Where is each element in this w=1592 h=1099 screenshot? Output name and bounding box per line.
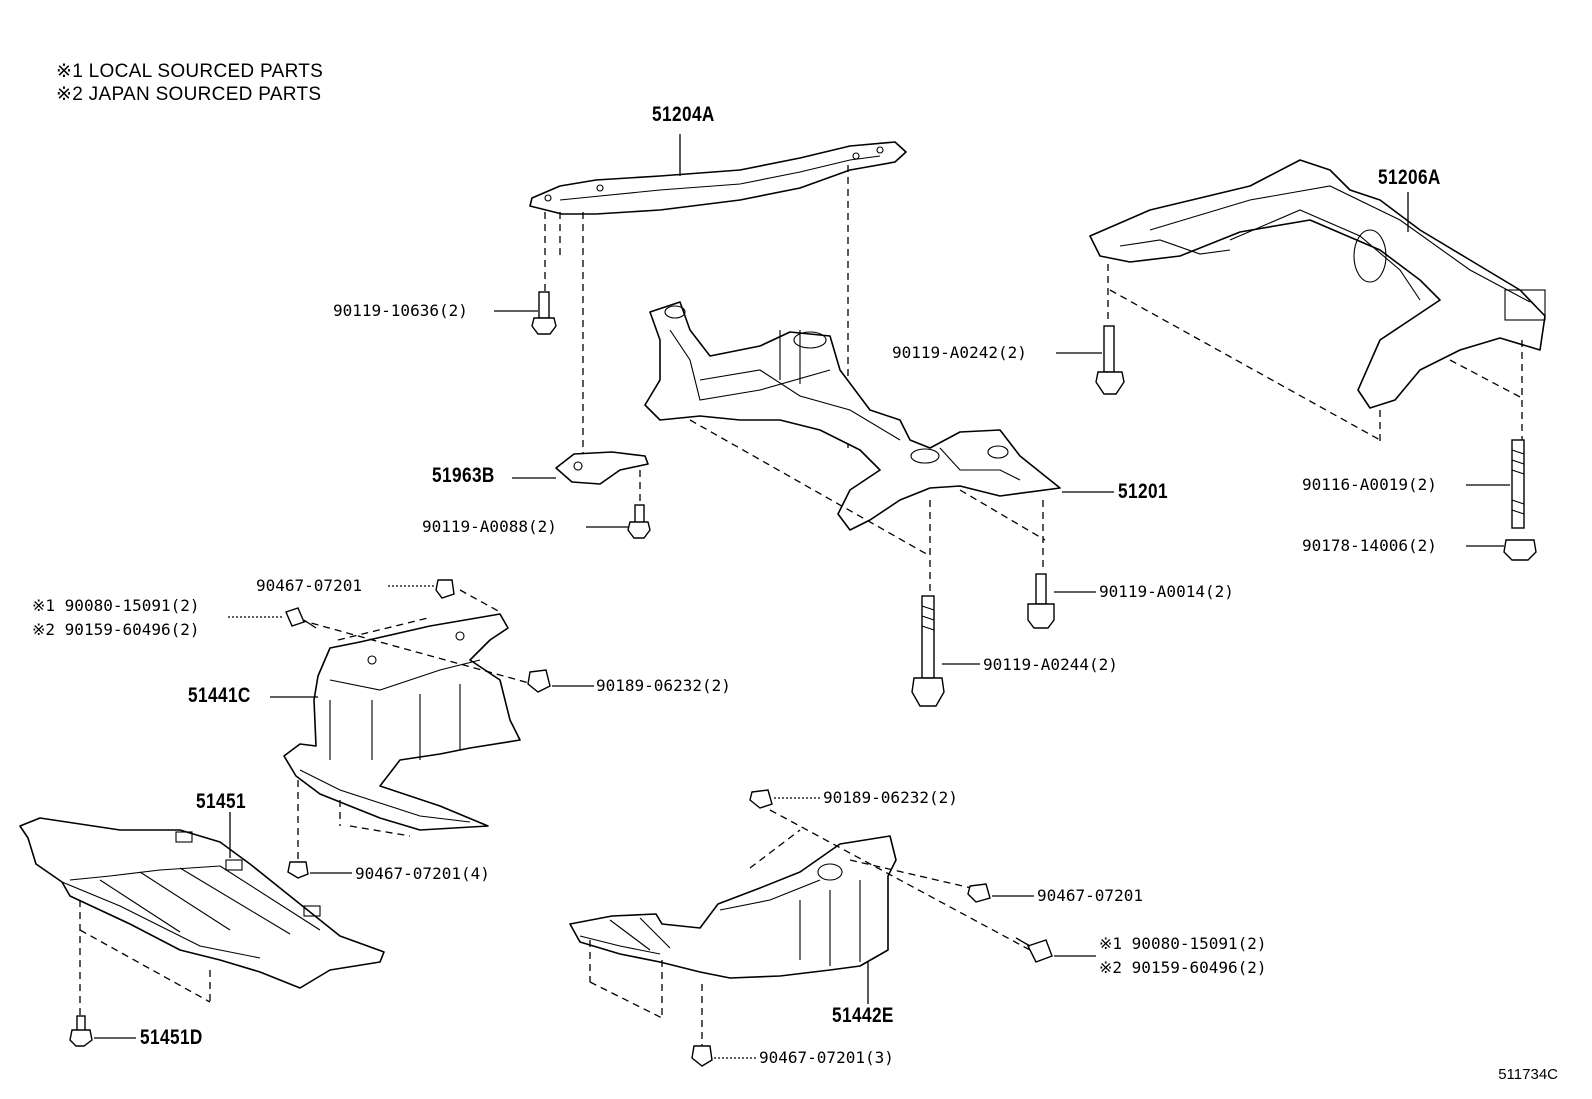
bolt-90119-A0244: [911, 595, 980, 707]
dashed-guides-51206A: [1107, 264, 1523, 444]
dashed-guides-51204A: [544, 165, 849, 460]
dashed-guides-51441C: [297, 589, 541, 862]
callout-51451D: 51451D: [140, 1026, 203, 1049]
callout-90159-60496-left: ※2 90159-60496(2): [32, 620, 200, 639]
clip-90467-07201-top: [388, 579, 455, 599]
sourcing-legend: ※1 LOCAL SOURCED PARTS ※2 JAPAN SOURCED …: [56, 60, 323, 106]
screw-90080-right: [1015, 937, 1096, 963]
nut-90189-06232-left: [527, 669, 594, 693]
clip-90467-07201-3: [691, 1045, 756, 1067]
part-51963B-bracket: [512, 451, 649, 502]
callout-90189-06232-right: 90189-06232(2): [823, 788, 958, 807]
callout-90189-06232-left: 90189-06232(2): [596, 676, 731, 695]
legend-local-sourced: ※1 LOCAL SOURCED PARTS: [56, 61, 324, 82]
callout-90467-07201-right: 90467-07201: [1037, 886, 1143, 905]
callout-90467-07201-top: 90467-07201: [256, 576, 362, 595]
dashed-guides-51201: [689, 419, 1046, 592]
bolt-90119-A0242: [1056, 325, 1125, 395]
callout-90080-15091-left: ※1 90080-15091(2): [32, 596, 200, 615]
dashed-guides-51442E: [589, 809, 1031, 1046]
callout-90119-A0244: 90119-A0244(2): [983, 655, 1118, 674]
callout-90119-10636: 90119-10636(2): [333, 301, 468, 320]
bolt-90119-A0088: [586, 504, 651, 539]
nut-90189-06232-right: [749, 789, 820, 809]
stud-90116-A0019: [1466, 439, 1525, 529]
part-51451-under-cover: [19, 812, 385, 989]
bolt-90119-10636: [494, 291, 557, 335]
callout-51206A: 51206A: [1378, 166, 1441, 189]
callout-51204A: 51204A: [652, 103, 715, 126]
dashed-guides-51451: [79, 900, 211, 1030]
part-51201-front-subframe: [644, 301, 1114, 531]
nut-90178-14006: [1466, 539, 1537, 561]
callout-51963B: 51963B: [432, 464, 495, 487]
clip-90467-07201-4: [287, 861, 352, 879]
callout-51441C: 51441C: [188, 684, 251, 707]
callout-90080-15091-right: ※1 90080-15091(2): [1099, 934, 1267, 953]
part-51442E-cover: [569, 835, 897, 1004]
callout-90119-A0242: 90119-A0242(2): [892, 343, 1027, 362]
callout-51442E: 51442E: [832, 1004, 894, 1027]
part-51204A-brace: [529, 134, 907, 215]
bolt-90119-A0014: [1027, 573, 1096, 629]
callout-90119-A0088: 90119-A0088(2): [422, 517, 557, 536]
callout-90119-A0014: 90119-A0014(2): [1099, 582, 1234, 601]
callout-90116-A0019: 90116-A0019(2): [1302, 475, 1437, 494]
callout-90467-07201-3: 90467-07201(3): [759, 1048, 894, 1067]
bolt-51451D: [69, 1015, 136, 1047]
part-51206A-rear-subframe: [1089, 159, 1546, 409]
callout-90467-07201-4: 90467-07201(4): [355, 864, 490, 883]
callout-51201: 51201: [1118, 480, 1168, 503]
callout-90159-60496-right: ※2 90159-60496(2): [1099, 958, 1267, 977]
part-51441C-cover: [270, 613, 521, 831]
callout-90178-14006: 90178-14006(2): [1302, 536, 1437, 555]
legend-japan-sourced: ※2 JAPAN SOURCED PARTS: [56, 84, 322, 105]
clip-90467-07201-right: [967, 883, 1034, 903]
callout-51451: 51451: [196, 790, 246, 813]
diagram-code: 511734C: [1498, 1066, 1558, 1083]
screw-90080-left: [228, 607, 317, 629]
